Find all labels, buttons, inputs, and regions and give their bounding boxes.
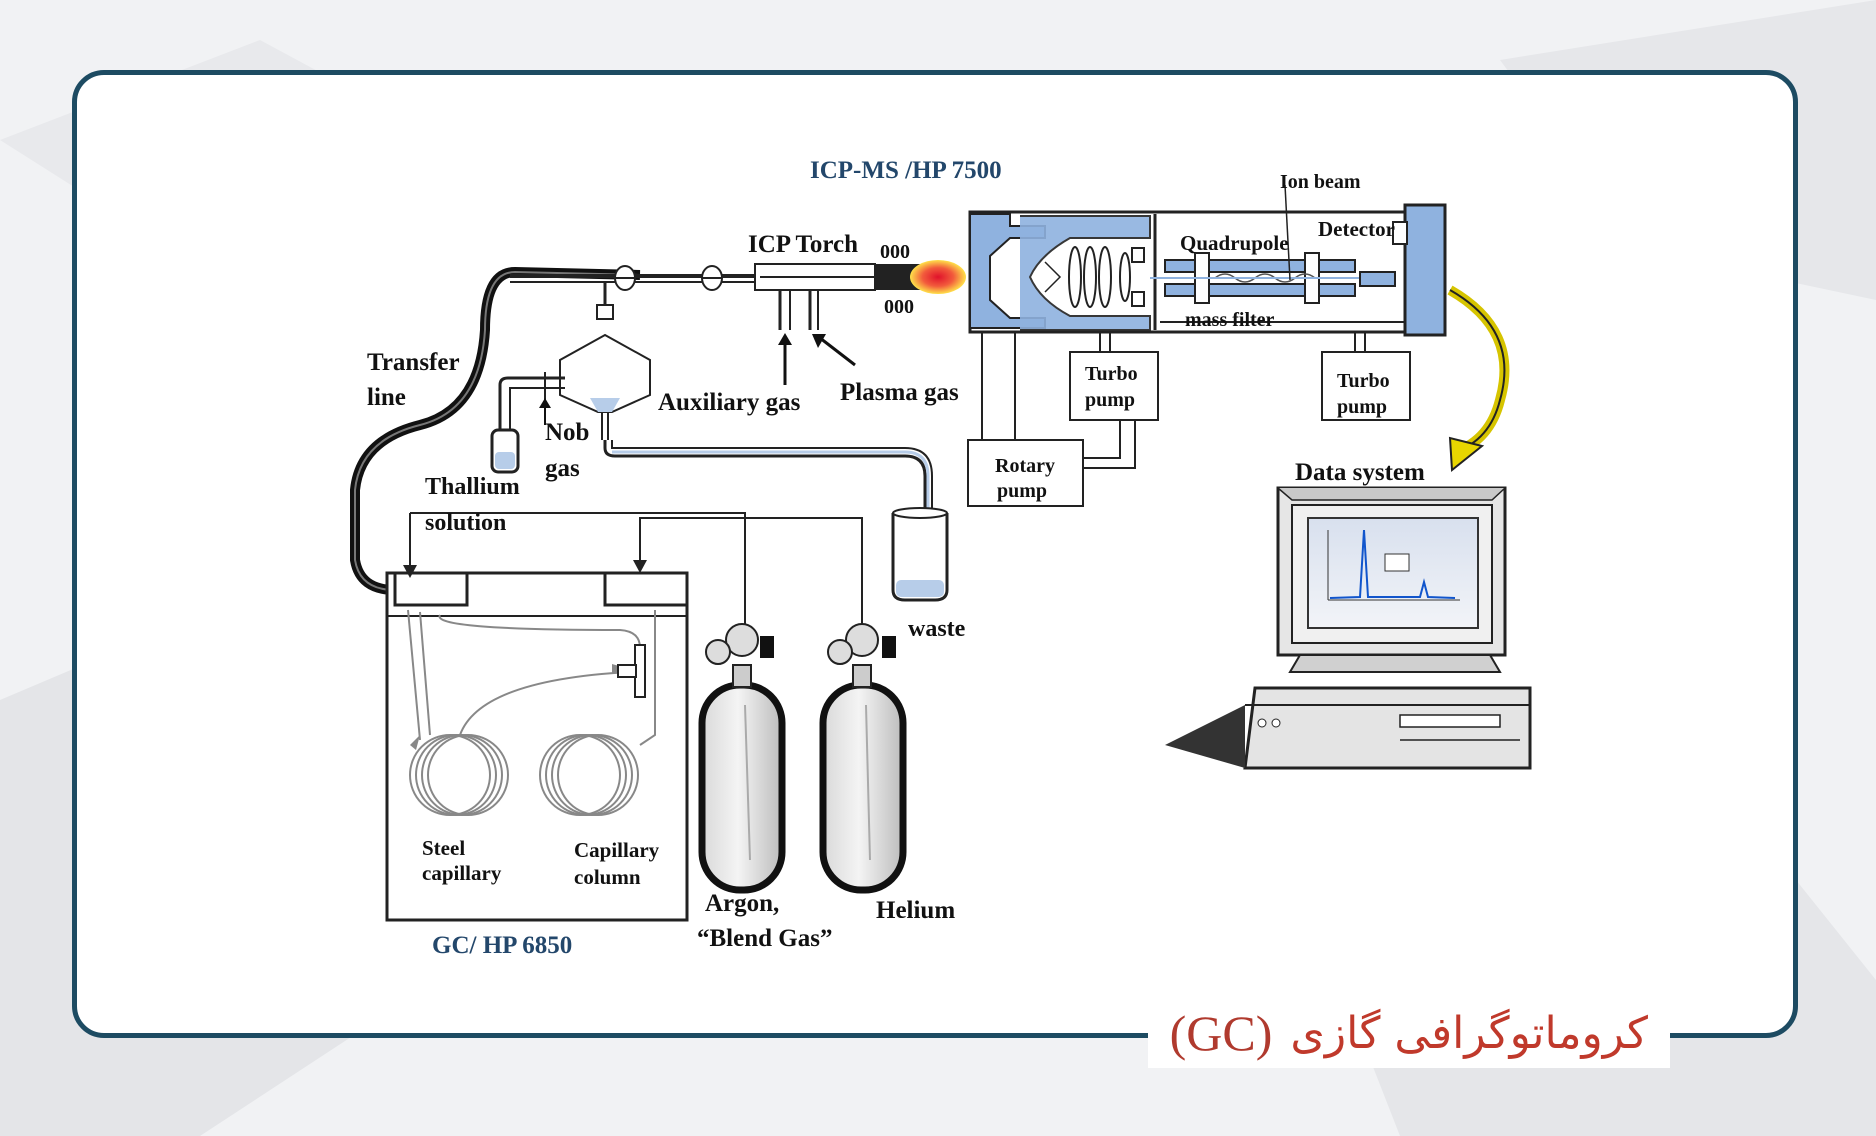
arrow-icon xyxy=(1447,285,1510,457)
caption-title-fa: کروماتوگرافی گازی xyxy=(1290,1007,1648,1059)
union-fitting-2 xyxy=(701,265,723,291)
thallium-label-2: solution xyxy=(425,510,506,536)
icpms-label: ICP-MS /HP 7500 xyxy=(810,157,1002,184)
plasma-gas-label: Plasma gas xyxy=(840,379,959,406)
rotary-pump xyxy=(967,332,1136,507)
steel-capillary-label: Steel xyxy=(422,836,465,860)
capillary-column-label-2: column xyxy=(574,865,641,889)
spray-chamber xyxy=(559,282,651,440)
waste-beaker xyxy=(891,507,949,602)
quadrupole-label: Quadrupole xyxy=(1180,231,1289,255)
caption-title-en: (GC) xyxy=(1169,1005,1273,1061)
data-system-label: Data system xyxy=(1295,459,1425,486)
transfer-line-label-2: line xyxy=(367,384,406,411)
caption-title: (GC) کروماتوگرافی گازی xyxy=(1147,998,1670,1068)
turbo-pump-label: Turbo xyxy=(1085,363,1138,385)
thallium-vial xyxy=(490,428,520,474)
auxiliary-gas-label: Auxiliary gas xyxy=(658,389,801,416)
icp-torch-label: ICP Torch xyxy=(748,231,858,258)
ion-beam-label: Ion beam xyxy=(1280,171,1361,193)
gas-cylinder-icon xyxy=(819,623,907,894)
thallium-label: Thallium xyxy=(425,474,520,500)
transfer-line-label: Transfer xyxy=(367,349,460,376)
turbo-pump-2-label-2: pump xyxy=(1337,396,1387,418)
detector-label: Detector xyxy=(1318,217,1395,241)
coil-label-top: 000 xyxy=(880,241,910,263)
mass-filter-label: mass filter xyxy=(1185,309,1275,331)
gc-label: GC/ HP 6850 xyxy=(432,932,572,959)
argon-label-2: “Blend Gas” xyxy=(697,925,832,952)
turbo-pump-label-2: pump xyxy=(1085,389,1135,411)
argon-label: Argon, xyxy=(705,890,779,917)
waste-label: waste xyxy=(908,616,966,642)
icp-ms-instrument xyxy=(968,184,1447,337)
union-fitting-1 xyxy=(614,265,636,291)
flame-icon xyxy=(910,260,966,294)
rotary-pump-label-2: pump xyxy=(997,480,1047,502)
turbo-pump-2-label: Turbo xyxy=(1337,370,1390,392)
capillary-column-label: Capillary xyxy=(574,838,660,862)
nob-gas-label: Nob xyxy=(545,419,589,446)
gc-oven xyxy=(385,512,863,922)
rotary-pump-label: Rotary xyxy=(995,455,1055,477)
turbo-pump-2 xyxy=(1321,332,1411,421)
nob-gas-label-2: gas xyxy=(545,455,580,482)
helium-label: Helium xyxy=(876,897,955,924)
gas-cylinder-icon xyxy=(698,623,786,894)
computer-icon xyxy=(1165,486,1532,770)
turbo-pump-1 xyxy=(1069,332,1159,421)
steel-capillary-label-2: capillary xyxy=(422,861,502,885)
coil-label-bottom: 000 xyxy=(884,296,914,318)
